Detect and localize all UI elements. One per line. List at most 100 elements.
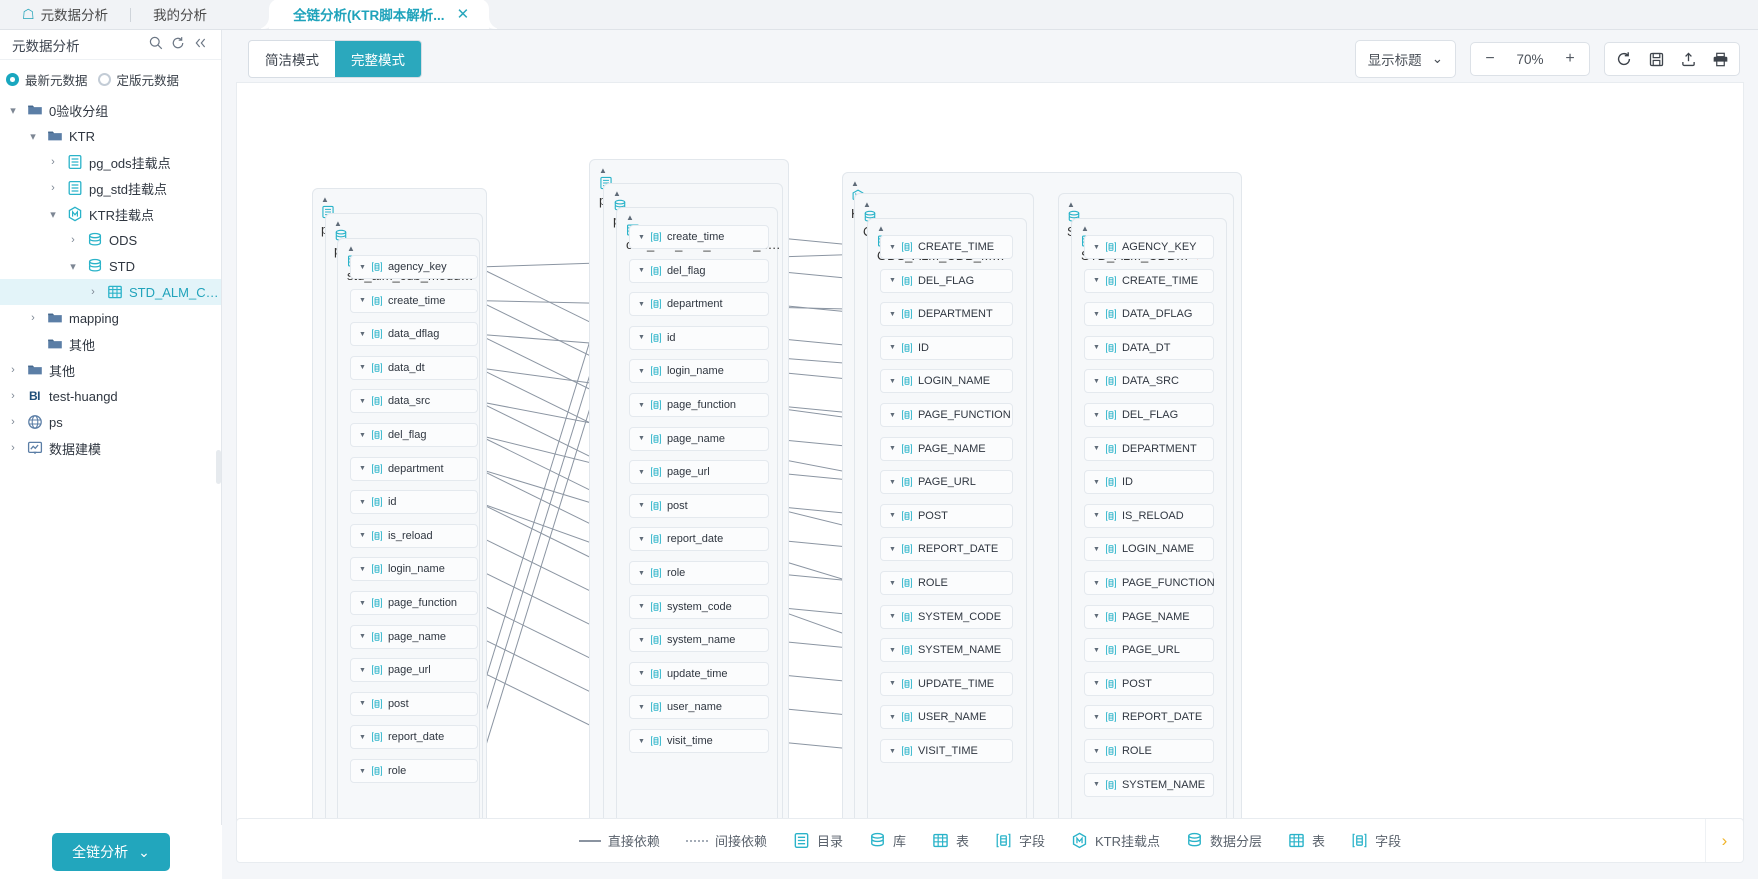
field-node[interactable]: ▼ visit_time [629,729,769,753]
field-node[interactable]: ▼ UPDATE_TIME [880,671,1013,696]
field-node[interactable]: ▼ LOGIN_NAME [1084,537,1214,562]
chevron-down-icon[interactable]: ▼ [359,733,366,741]
field-node[interactable]: ▼ id [629,325,769,350]
field-node[interactable]: ▼ AGENCY_KEY [1084,235,1214,259]
chevron-down-icon[interactable]: ▼ [889,310,896,318]
tree-item-0[interactable]: ▾ 0验收分组 [0,97,221,123]
field-node[interactable]: ▼ page_url [350,658,478,683]
field-node[interactable]: ▼ ROLE [880,571,1013,595]
field-node[interactable]: ▼ del_flag [350,423,478,447]
tree-item-9[interactable]: › 其他 [0,331,221,357]
chevron-down-icon[interactable]: ▼ [889,747,896,755]
chevron-down-icon[interactable]: ▼ [638,468,645,476]
field-node[interactable]: ▼ data_src [350,389,478,414]
chevron-down-icon[interactable]: ▼ [359,599,366,607]
field-node[interactable]: ▼ SYSTEM_NAME [1084,772,1214,797]
legend-item-1[interactable]: 间接依赖 [685,831,767,850]
chevron-down-icon[interactable]: ▾ [10,104,16,117]
chevron-right-icon[interactable]: › [11,416,15,428]
field-node[interactable]: ▼ page_function [629,393,769,417]
chevron-down-icon[interactable]: ▼ [1093,478,1100,486]
chevron-up-icon[interactable]: ▲ [321,195,329,204]
chevron-down-icon[interactable]: ▼ [359,532,366,540]
field-node[interactable]: ▼ SYSTEM_NAME [880,638,1013,663]
chevron-down-icon[interactable]: ▼ [889,411,896,419]
chevron-up-icon[interactable]: ▲ [1067,200,1075,209]
field-node[interactable]: ▼ DEL_FLAG [1084,403,1214,427]
chevron-up-icon[interactable]: ▲ [1081,224,1089,233]
tree-item-13[interactable]: › 数据建模 [0,435,221,461]
chevron-down-icon[interactable]: ▼ [359,700,366,708]
field-node[interactable]: ▼ role [350,759,478,783]
chevron-down-icon[interactable]: ▼ [889,713,896,721]
field-node[interactable]: ▼ DATA_DFLAG [1084,302,1214,327]
field-node[interactable]: ▼ SYSTEM_CODE [880,604,1013,629]
field-node[interactable]: ▼ PAGE_FUNCTION [880,403,1013,427]
field-node[interactable]: ▼ DEPARTMENT [880,302,1013,327]
field-node[interactable]: ▼ POST [880,503,1013,528]
chevron-down-icon[interactable]: ▼ [359,263,366,271]
chevron-down-icon[interactable]: ▼ [889,478,896,486]
chevron-up-icon[interactable]: ▲ [613,189,621,198]
field-node[interactable]: ▼ ROLE [1084,739,1214,763]
chevron-down-icon[interactable]: ▼ [889,545,896,553]
field-node[interactable]: ▼ page_name [350,624,478,649]
chevron-right-icon[interactable]: › [31,312,35,324]
field-node[interactable]: ▼ PAGE_URL [880,470,1013,495]
field-node[interactable]: ▼ login_name [350,557,478,582]
tree-item-3[interactable]: › pg_std挂载点 [0,175,221,201]
chevron-down-icon[interactable]: ▼ [889,344,896,352]
chevron-down-icon[interactable]: ▼ [889,579,896,587]
chevron-down-icon[interactable]: ▼ [889,646,896,654]
chevron-down-icon[interactable]: ▼ [1093,445,1100,453]
chevron-down-icon[interactable]: ▼ [359,330,366,338]
display-title-select[interactable]: 显示标题 ⌄ [1354,40,1456,78]
lineage-diagram-canvas[interactable]: ▲ pg_std挂载点▲ public▲ std_alm_cdb_modu…▼ … [236,82,1744,822]
tree-item-11[interactable]: › BI test-huangd [0,383,221,409]
chevron-down-icon[interactable]: ▼ [359,565,366,573]
chevron-down-icon[interactable]: ▼ [889,680,896,688]
field-node[interactable]: ▼ DATA_DT [1084,335,1214,360]
field-node[interactable]: ▼ department [350,456,478,481]
nav-my-analysis[interactable]: 我的分析 [131,0,229,29]
field-node[interactable]: ▼ user_name [629,695,769,720]
field-node[interactable]: ▼ report_date [350,725,478,750]
close-icon[interactable]: ✕ [456,6,470,23]
chevron-down-icon[interactable]: ▾ [50,208,56,221]
chevron-up-icon[interactable]: ▲ [626,213,634,222]
chevron-down-icon[interactable]: ▼ [359,633,366,641]
chevron-up-icon[interactable]: ▲ [347,244,355,253]
chevron-down-icon[interactable]: ▼ [638,334,645,342]
chevron-down-icon[interactable]: ▼ [1093,579,1100,587]
legend-item-9[interactable]: 字段 [1351,831,1401,850]
chevron-down-icon[interactable]: ▼ [359,666,366,674]
chevron-down-icon[interactable]: ▼ [1093,747,1100,755]
chevron-down-icon[interactable]: ▼ [638,569,645,577]
field-node[interactable]: ▼ role [629,561,769,585]
chevron-down-icon[interactable]: ▼ [638,603,645,611]
legend-item-0[interactable]: 直接依赖 [578,831,660,850]
tree-item-7[interactable]: › STD_ALM_CDB_MODULE_USE [0,279,221,305]
legend-item-7[interactable]: 数据分层 [1186,831,1262,850]
field-node[interactable]: ▼ login_name [629,359,769,384]
field-node[interactable]: ▼ ID [880,335,1013,360]
field-node[interactable]: ▼ system_name [629,628,769,653]
zoom-out-button[interactable]: − [1485,50,1495,67]
chevron-right-icon[interactable]: › [91,286,95,298]
field-node[interactable]: ▼ DEL_FLAG [880,268,1013,293]
chevron-up-icon[interactable]: ▲ [863,200,871,209]
chevron-down-icon[interactable]: ▼ [889,512,896,520]
chevron-down-icon[interactable]: ▼ [1093,512,1100,520]
field-node[interactable]: ▼ department [629,292,769,317]
chevron-up-icon[interactable]: ▲ [851,179,859,188]
chevron-down-icon[interactable]: ▼ [1093,243,1100,251]
field-node[interactable]: ▼ post [629,493,769,518]
chevron-down-icon[interactable]: ▼ [1093,545,1100,553]
field-node[interactable]: ▼ page_name [629,426,769,451]
tree-item-1[interactable]: ▾ KTR [0,123,221,149]
legend-item-2[interactable]: 目录 [793,831,843,850]
chevron-down-icon[interactable]: ▼ [359,465,366,473]
view-mode-full[interactable]: 完整模式 [335,41,421,77]
field-node[interactable]: ▼ page_function [350,591,478,615]
field-node[interactable]: ▼ data_dflag [350,322,478,347]
